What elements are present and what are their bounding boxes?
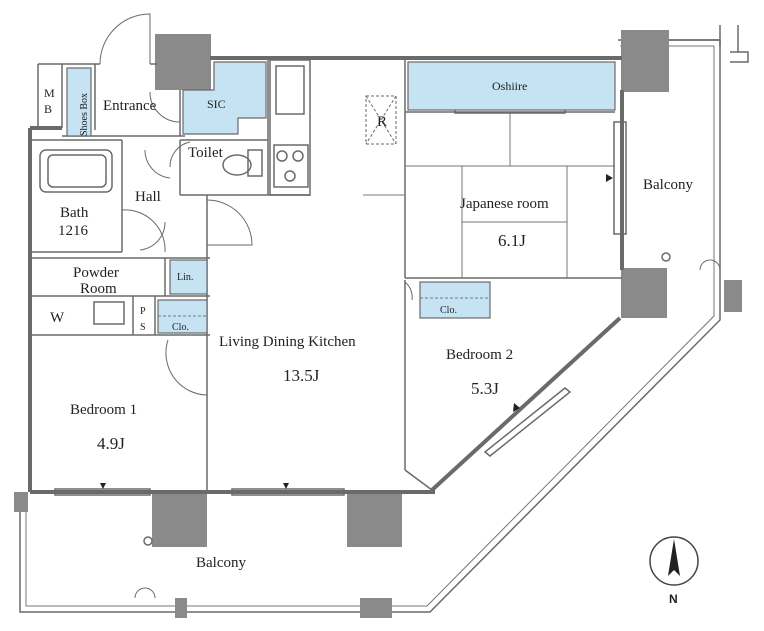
- bedroom1-label: Bedroom 1: [70, 402, 137, 418]
- ldk-size: 13.5J: [283, 366, 320, 385]
- refrigerator-label: R: [377, 114, 387, 130]
- powder-room-label-1: Powder: [73, 265, 119, 281]
- sic-closet: [182, 61, 267, 135]
- door-swings: [99, 13, 413, 396]
- oshiire-label: Oshiire: [492, 79, 527, 93]
- entrance-label: Entrance: [103, 98, 157, 114]
- sic-label: SIC: [207, 97, 226, 111]
- japanese-room-label: Japanese room: [460, 196, 549, 212]
- bath-size-label: 1216: [58, 223, 89, 239]
- ps-label-s: S: [140, 322, 146, 333]
- powder-room-label-2: Room: [80, 281, 117, 297]
- shoes-box-label: Shoes Box: [79, 93, 90, 136]
- japanese-room-size: 6.1J: [498, 231, 526, 250]
- hall-label: Hall: [135, 189, 161, 205]
- bedroom2-label: Bedroom 2: [446, 347, 513, 363]
- balcony-railing: [19, 25, 749, 613]
- structural-columns: [14, 30, 742, 618]
- ps-label-p: P: [140, 306, 146, 317]
- toilet-label: Toilet: [188, 145, 224, 161]
- closet-2-label: Clo.: [440, 305, 457, 316]
- north-label: N: [669, 592, 678, 606]
- shoes-box: [66, 67, 92, 137]
- bedroom1-size: 4.9J: [97, 434, 125, 453]
- bath-label: Bath: [60, 205, 89, 221]
- washer-label: W: [50, 310, 65, 326]
- balcony-east-label: Balcony: [643, 177, 693, 193]
- fixtures: [39, 65, 721, 599]
- linen-closet: [169, 259, 208, 295]
- balcony-south-label: Balcony: [196, 555, 246, 571]
- linen-label: Lin.: [177, 272, 193, 283]
- mb-label-b: B: [44, 102, 52, 116]
- bedroom2-size: 5.3J: [471, 379, 499, 398]
- entry-arrows: [100, 174, 613, 489]
- ldk-label: Living Dining Kitchen: [219, 334, 356, 350]
- north-arrow-icon: N: [649, 536, 699, 606]
- closet-2: [419, 281, 491, 319]
- closet-1-label: Clo.: [172, 322, 189, 333]
- oshiire: [407, 61, 616, 111]
- mb-label-m: M: [44, 86, 55, 100]
